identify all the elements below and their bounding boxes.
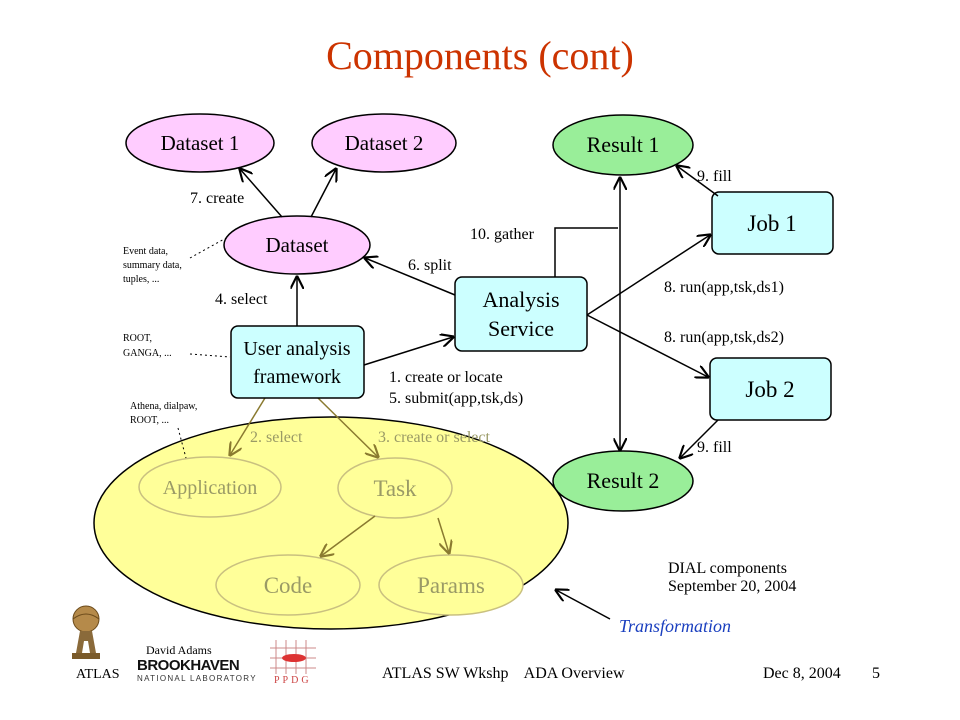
application-node: Application	[138, 456, 282, 518]
svg-text:ROOT, ...: ROOT, ...	[130, 415, 169, 426]
job1-label: Job 1	[747, 211, 796, 236]
job2-node: Job 2	[709, 357, 832, 421]
edge-framework-service	[363, 337, 453, 366]
edge-job1-result1	[677, 166, 719, 197]
slide-title: Components (cont)	[326, 33, 634, 78]
result2-label: Result 2	[587, 468, 660, 493]
ppdg-logo: PPDG	[270, 640, 316, 686]
dataset-note: Event data, summary data, tuples, ...	[123, 237, 227, 285]
edge-dataset-dataset2	[310, 169, 336, 218]
dataset1-node: Dataset 1	[125, 113, 275, 173]
atlas-logo	[72, 605, 100, 659]
job1-node: Job 1	[711, 191, 834, 255]
brookhaven-subtitle: NATIONAL LABORATORY	[137, 674, 257, 683]
result1-label: Result 1	[587, 132, 660, 157]
analysis-service-node: Analysis Service	[454, 276, 588, 352]
svg-text:Athena, dialpaw,: Athena, dialpaw,	[130, 401, 197, 412]
edge-task-code	[321, 515, 376, 556]
footer-date: Dec 8, 2004	[763, 665, 841, 682]
edge-task-params	[437, 517, 449, 553]
footer-atlas-label: ATLAS	[76, 667, 120, 682]
edge-label-create: 7. create	[190, 190, 244, 207]
svg-text:summary data,: summary data,	[123, 260, 182, 271]
edge-job2-result2	[680, 419, 719, 458]
edge-label-fill2: 9. fill	[697, 439, 732, 456]
app-note: Athena, dialpaw, ROOT, ...	[130, 401, 197, 459]
edge-dataset-dataset1	[240, 169, 283, 218]
dataset2-label: Dataset 2	[345, 131, 424, 155]
edge-label-run2: 8. run(app,tsk,ds2)	[664, 329, 784, 346]
analysis-service-label-line2: Service	[488, 316, 554, 341]
svg-text:September 20, 2004: September 20, 2004	[668, 578, 796, 595]
dial-components-note: DIAL components September 20, 2004	[668, 560, 796, 595]
params-node: Params	[378, 554, 524, 616]
result2-node: Result 2	[552, 450, 694, 512]
user-framework-label-line1: User analysis	[243, 338, 350, 360]
edge-label-create-locate: 1. create or locate	[389, 369, 503, 386]
user-framework-node: User analysis framework	[230, 325, 365, 399]
code-label: Code	[264, 573, 313, 598]
svg-text:GANGA, ...: GANGA, ...	[123, 348, 172, 359]
dataset1-label: Dataset 1	[161, 131, 240, 155]
application-label: Application	[163, 477, 257, 499]
edge-label-select-app: 2. select	[250, 429, 303, 446]
edge-label-split: 6. split	[408, 257, 452, 274]
job2-label: Job 2	[745, 377, 794, 402]
edge-label-select-dataset: 4. select	[215, 291, 268, 308]
edge-framework-application	[230, 397, 266, 455]
params-label: Params	[417, 573, 485, 598]
edge-service-dataset	[365, 258, 456, 296]
edge-label-gather: 10. gather	[470, 226, 535, 243]
transformation-label: Transformation	[619, 616, 731, 636]
edge-label-create-select-task: 3. create or select	[378, 429, 490, 446]
user-framework-label-line2: framework	[253, 366, 341, 388]
edge-framework-task	[317, 397, 378, 457]
brookhaven-logo: BROOKHAVEN NATIONAL LABORATORY	[137, 658, 267, 688]
edge-label-submit: 5. submit(app,tsk,ds)	[389, 390, 523, 407]
edge-service-job2	[586, 314, 708, 377]
edge-service-result1	[554, 227, 618, 277]
task-label: Task	[373, 476, 417, 501]
framework-note: ROOT, GANGA, ...	[123, 333, 231, 359]
transformation-pointer	[556, 590, 611, 620]
code-node: Code	[215, 554, 361, 616]
brookhaven-name: BROOKHAVEN	[137, 657, 240, 674]
svg-text:DIAL components: DIAL components	[668, 560, 787, 577]
task-node: Task	[337, 457, 453, 519]
footer-author: David Adams	[146, 643, 212, 657]
svg-text:Event data,: Event data,	[123, 246, 168, 257]
footer-page-number: 5	[872, 665, 880, 682]
result1-node: Result 1	[552, 114, 694, 176]
dataset-node: Dataset	[223, 215, 371, 275]
dataset2-node: Dataset 2	[311, 113, 457, 173]
analysis-service-label-line1: Analysis	[483, 287, 560, 312]
svg-text:ROOT,: ROOT,	[123, 333, 152, 344]
edge-label-run1: 8. run(app,tsk,ds1)	[664, 279, 784, 296]
dataset-label: Dataset	[266, 233, 329, 257]
edge-service-job1	[586, 235, 710, 316]
footer-center-text: ATLAS SW Wkshp ADA Overview	[382, 665, 625, 682]
svg-text:tuples, ...: tuples, ...	[123, 274, 159, 285]
edge-label-fill1: 9. fill	[697, 168, 732, 185]
ppdg-label: PPDG	[274, 675, 312, 686]
